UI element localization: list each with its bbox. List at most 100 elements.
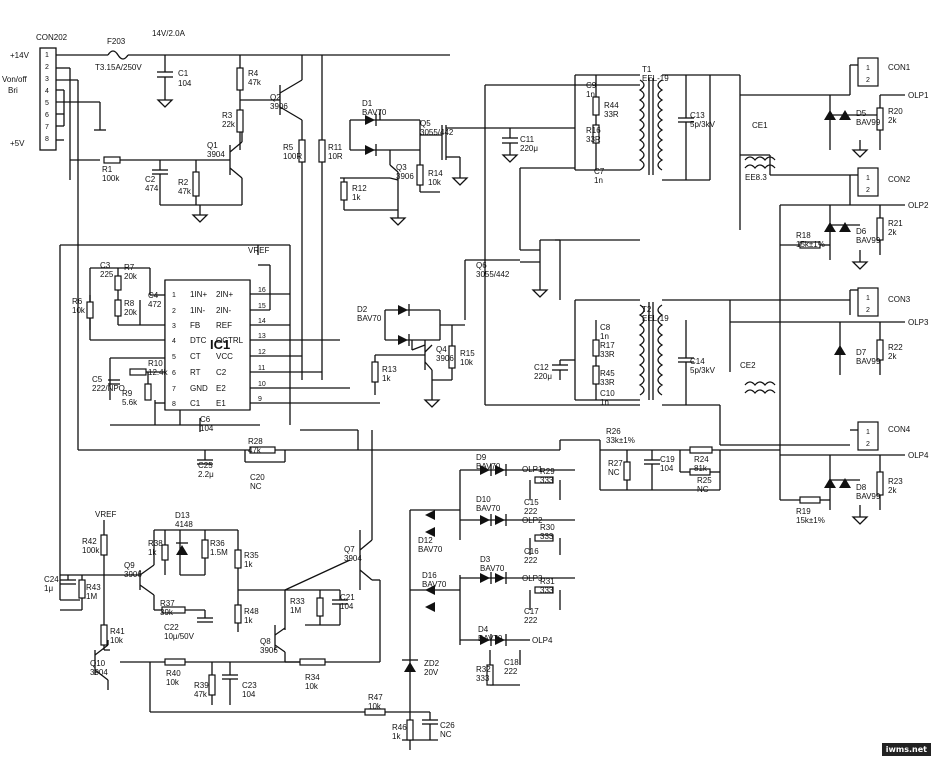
fuse-value: T3.15A/250V [95,63,142,72]
part-label-r9: R9 [122,389,133,398]
part-label-r37: R37 [160,599,175,608]
part-label-r14: R14 [428,169,443,178]
part-label-c7: C7 [594,167,605,176]
part-value-c8: 1n [600,332,609,341]
part-value-r31: 333 [540,586,554,595]
ic1-pin-label-10: E2 [216,384,226,393]
part-value-c6: 104 [200,424,214,433]
ic1-pin-num-15: 15 [258,303,266,310]
fixed-labels: CON202 +14V Von/off Bri +5V 1 2 3 4 5 6 … [2,29,929,645]
part-value-c15: 222 [524,507,538,516]
part-value-r9: 5.6k [122,398,138,407]
part-value-q10: 3904 [90,668,108,677]
part-label-q1: Q1 [207,141,218,150]
part-label-d2: D2 [357,305,368,314]
part-label-c17: C17 [524,607,539,616]
part-label-r26: R26 [606,427,621,436]
part-label-r40: R40 [166,669,181,678]
part-label-r47: R47 [368,693,383,702]
part-label-c16: C16 [524,547,539,556]
part-value-c9: 1n [586,90,595,99]
part-value-d9: BAV70 [476,462,501,471]
part-value-r46: 1k [392,732,401,741]
part-value-q5: 3055/442 [420,128,454,137]
part-label-ce1: CE1 [752,121,768,130]
ic1-pin-num-12: 12 [258,349,266,356]
ic1-pin-label-3: FB [190,321,200,330]
part-label-c8: C8 [600,323,611,332]
part-value-c5: 222/NPO [92,384,125,393]
part-label-c6: C6 [200,415,211,424]
part-label-r7: R7 [124,263,135,272]
vref-label-top: VREF [248,246,269,255]
svg-text:2: 2 [866,307,870,314]
part-label-c11: C11 [520,135,535,144]
part-label-c26: C26 [440,721,455,730]
part-value-r37: 39k [160,608,174,617]
svg-text:2: 2 [866,77,870,84]
part-label-r4: R4 [248,69,259,78]
part-value-r20: 2k [888,116,897,125]
part-value-r7: 20k [124,272,138,281]
part-label-r22: R22 [888,343,903,352]
part-label-r39: R39 [194,681,209,690]
ic1-pin-label-5: CT [190,352,201,361]
part-label-zd2: ZD2 [424,659,440,668]
part-label-d6: D6 [856,227,867,236]
part-value-c20: NC [250,482,262,491]
part-value-c17: 222 [524,616,538,625]
ic1-pin-label-7: GND [190,384,208,393]
part-value-c22: 10μ/50V [164,632,195,641]
part-value-q6: 3055/442 [476,270,510,279]
part-value-r19: 15k±1% [796,516,825,525]
part-label-q3: Q3 [396,163,407,172]
ic1-pin-label-12: VCC [216,352,233,361]
con2-label: CON2 [888,175,911,184]
part-value-r33: 1M [290,606,301,615]
part-value-r4: 47k [248,78,262,87]
part-label-r36: R36 [210,539,225,548]
con3-body [857,287,879,317]
vref-label-bottom: VREF [95,510,116,519]
part-label-r28: R28 [248,437,263,446]
ic1-pin-num-10: 10 [258,381,266,388]
part-label-d7: D7 [856,348,867,357]
ic1-pin-label-8: C1 [190,399,201,408]
part-label-d13: D13 [175,511,190,520]
part-value-t1: EEL-19 [642,74,669,83]
pin-7: 7 [45,124,49,131]
part-label-c13: C13 [690,111,705,120]
part-value-r24: 81k [694,464,708,473]
ic1-pin-label-16: 2IN+ [216,290,233,299]
part-label-ee83: EE8.3 [745,173,767,182]
part-value-c24: 1μ [44,584,53,593]
part-value-c16: 222 [524,556,538,565]
part-label-c12: C12 [534,363,549,372]
part-label-c23: C23 [242,681,257,690]
ic1-pin-num-14: 14 [258,318,266,325]
part-label-c18: C18 [504,658,519,667]
con1-body [857,57,879,87]
components [78,50,884,741]
part-label-r34: R34 [305,673,320,682]
part-label-q6: Q6 [476,261,487,270]
part-label-r30: R30 [540,523,555,532]
part-label-r33: R33 [290,597,305,606]
part-value-d1: BAV70 [362,108,387,117]
connector-main-ref: CON202 [36,33,68,42]
part-label-r12: R12 [352,184,367,193]
ic1-pin-num-5: 5 [172,354,176,361]
con1-label: CON1 [888,63,911,72]
svg-text:2: 2 [866,441,870,448]
ic1-pin-num-3: 3 [172,323,176,330]
part-value-q1: 3904 [207,150,225,159]
ic1-pin-num-2: 2 [172,308,176,315]
part-label-r23: R23 [888,477,903,486]
part-value-r14: 10k [428,178,442,187]
part-label-t1: T1 [642,65,652,74]
part-label-r43: R43 [86,583,101,592]
part-label-r10: R10 [148,359,163,368]
part-label-q9: Q9 [124,561,135,570]
part-value-r35: 1k [244,560,253,569]
part-value-r41: 10k [110,636,124,645]
